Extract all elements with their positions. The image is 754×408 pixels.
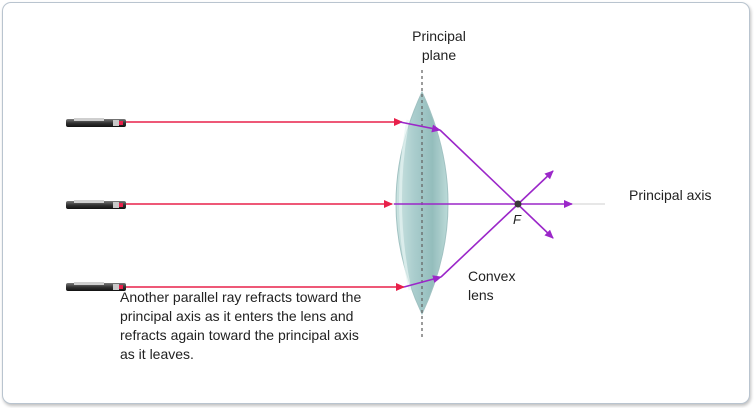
focal-point-label: F: [513, 212, 521, 227]
diagram-frame: [2, 2, 750, 404]
laser-pointer-icon: [66, 118, 126, 127]
inside-ray-top: [399, 121, 441, 133]
laser-pointer-icon: [66, 200, 126, 209]
exit-ray-top: [439, 129, 554, 239]
laser-pointer-icon: [66, 282, 126, 291]
principal-axis-label: Principal axis: [629, 187, 712, 203]
principal-plane-label: Principal plane: [412, 28, 466, 63]
focal-point-dot: [514, 200, 522, 208]
inside-ray-bottom: [403, 275, 442, 288]
exit-ray-bottom: [440, 170, 554, 278]
caption-text: Another parallel ray refracts toward the…: [120, 289, 362, 362]
convex-lens-label: Convex lens: [468, 268, 516, 303]
